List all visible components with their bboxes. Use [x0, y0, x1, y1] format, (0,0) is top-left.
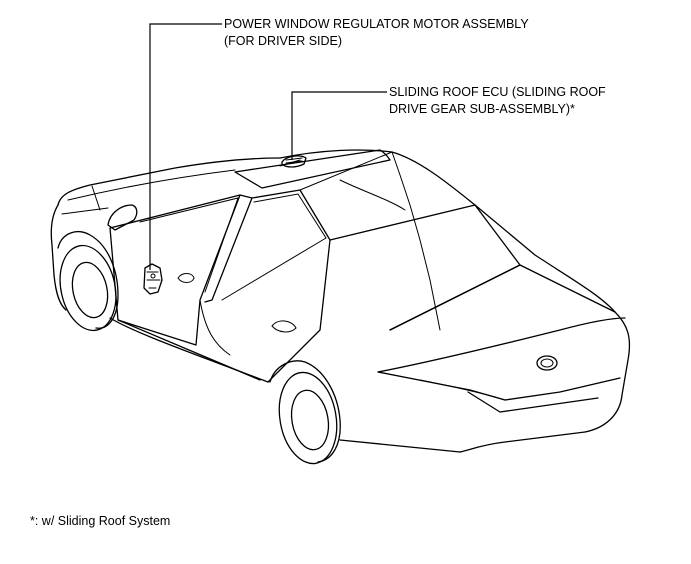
ecu-label-line2: DRIVE GEAR SUB-ASSEMBLY)*: [389, 102, 575, 116]
ecu-leader-line: [291, 91, 387, 160]
car-body: [50, 149, 631, 453]
footnote: *: w/ Sliding Roof System: [30, 514, 171, 528]
rear-wheel: [269, 360, 341, 465]
side-mirror: [107, 204, 138, 231]
sliding-roof-ecu: [281, 155, 307, 168]
motor-label-line2: (FOR DRIVER SIDE): [224, 34, 343, 48]
motor-label-line1: POWER WINDOW REGULATOR MOTOR ASSEMBLY: [224, 17, 529, 31]
doors: [109, 151, 393, 383]
hood-lines: [61, 169, 236, 215]
trunk: [377, 264, 626, 413]
power-window-motor: [143, 263, 163, 295]
rear-window: [329, 151, 521, 331]
ecu-label-line1: SLIDING ROOF ECU (SLIDING ROOF: [389, 85, 606, 99]
motor-leader-line: [149, 23, 222, 270]
front-wheel: [57, 231, 119, 332]
sliding-roof: [234, 149, 391, 189]
